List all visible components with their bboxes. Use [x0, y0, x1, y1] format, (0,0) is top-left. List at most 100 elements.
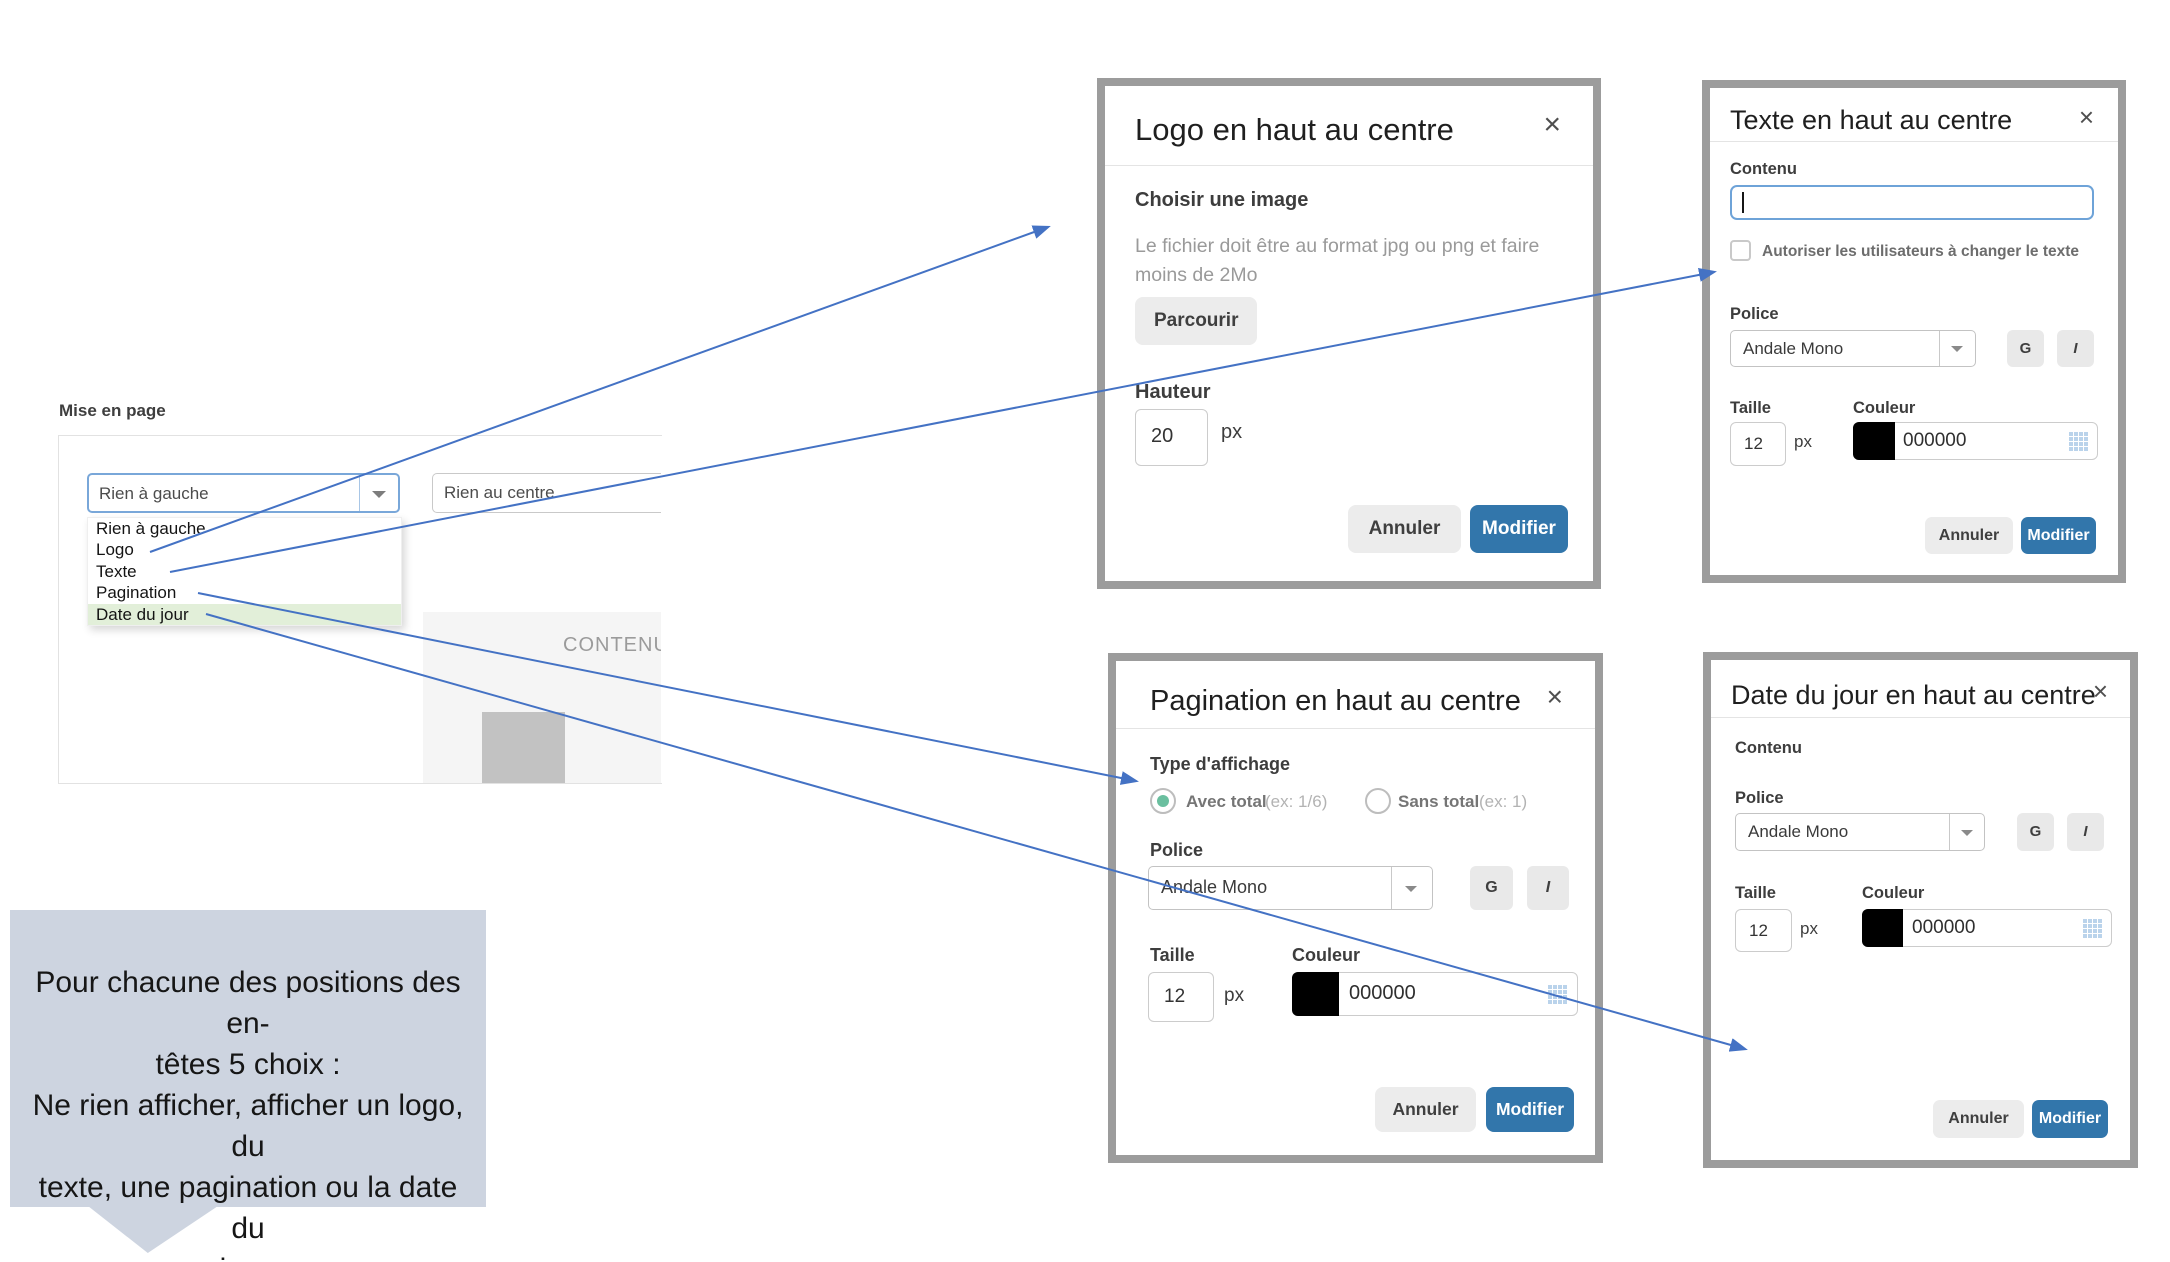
size-unit: px: [1794, 432, 1812, 451]
content-placeholder-label: CONTENU: [563, 634, 661, 656]
height-unit: px: [1221, 421, 1243, 443]
header-center-select[interactable]: Rien au centre: [432, 473, 661, 513]
size-label: Taille: [1730, 399, 1771, 417]
font-label: Police: [1735, 789, 1784, 807]
submit-button[interactable]: Modifier: [2021, 517, 2096, 554]
option-logo[interactable]: Logo: [96, 540, 134, 560]
option-pagination[interactable]: Pagination: [96, 583, 177, 603]
close-icon[interactable]: ×: [2078, 102, 2094, 132]
color-label: Couleur: [1862, 884, 1925, 902]
dialog-logo-header: Logo en haut au centre × Choisir une ima…: [1097, 78, 1601, 589]
chevron-down-icon[interactable]: [1391, 867, 1432, 909]
bold-button[interactable]: G: [2017, 813, 2054, 851]
allow-users-checkbox[interactable]: [1730, 240, 1751, 261]
content-label: Contenu: [1730, 160, 1797, 178]
italic-button[interactable]: I: [1527, 866, 1569, 910]
font-label: Police: [1730, 305, 1779, 323]
header-left-options-list: Rien à gauche Logo Texte Pagination Date…: [87, 517, 402, 626]
size-input[interactable]: 12: [1148, 972, 1214, 1022]
annotation-callout-text: Pour chacune des positions des en- têtes…: [32, 966, 464, 1262]
bold-button[interactable]: G: [1470, 866, 1513, 910]
radio-without-total-label: Sans total: [1398, 792, 1480, 811]
size-input[interactable]: 12: [1730, 422, 1786, 466]
italic-button[interactable]: I: [2057, 330, 2094, 367]
size-unit: px: [1224, 985, 1245, 1006]
chevron-down-icon[interactable]: [359, 475, 398, 511]
dialog-texte-header: Texte en haut au centre × Contenu Autori…: [1702, 80, 2126, 583]
cancel-button[interactable]: Annuler: [1933, 1100, 2024, 1138]
caret-glyph: [1405, 886, 1417, 892]
size-unit: px: [1800, 919, 1818, 938]
font-select[interactable]: Andale Mono: [1735, 813, 1985, 851]
caret-glyph: [1961, 830, 1973, 836]
choose-image-label: Choisir une image: [1135, 189, 1309, 211]
color-palette-icon[interactable]: [1548, 985, 1567, 1004]
radio-with-total-label: Avec total: [1186, 792, 1267, 811]
size-input[interactable]: 12: [1735, 909, 1792, 952]
color-swatch: [1853, 422, 1895, 460]
divider: [1116, 728, 1595, 729]
submit-button[interactable]: Modifier: [1486, 1087, 1574, 1132]
color-swatch: [1292, 972, 1339, 1016]
color-hex-value: 000000: [1912, 917, 1976, 938]
dialog-title: Date du jour en haut au centre: [1731, 680, 2096, 710]
color-label: Couleur: [1292, 945, 1361, 965]
color-hex-value: 000000: [1903, 430, 1967, 451]
size-label: Taille: [1150, 945, 1195, 965]
cancel-button[interactable]: Annuler: [1348, 505, 1461, 553]
caret-glyph: [1951, 346, 1963, 352]
font-select-value: Andale Mono: [1743, 339, 1844, 358]
option-rien-a-gauche[interactable]: Rien à gauche: [96, 519, 206, 538]
font-select-value: Andale Mono: [1748, 822, 1849, 841]
submit-button[interactable]: Modifier: [2032, 1100, 2108, 1138]
cancel-button[interactable]: Annuler: [1925, 517, 2013, 554]
color-input[interactable]: 000000: [1853, 422, 2098, 460]
page-title: Mise en page: [59, 401, 166, 420]
font-select[interactable]: Andale Mono: [1148, 866, 1433, 910]
color-palette-icon[interactable]: [2069, 432, 2088, 451]
content-placeholder: CONTENU: [423, 612, 661, 783]
divider: [1711, 717, 2130, 718]
close-icon[interactable]: ×: [1543, 108, 1561, 141]
color-palette-icon[interactable]: [2083, 919, 2102, 938]
option-texte[interactable]: Texte: [96, 561, 137, 581]
file-format-hint: Le fichier doit être au format jpg ou pn…: [1135, 235, 1540, 286]
font-select[interactable]: Andale Mono: [1730, 330, 1976, 367]
color-hex-value: 000000: [1349, 982, 1416, 1004]
header-left-select-value: Rien à gauche: [99, 484, 209, 503]
submit-button[interactable]: Modifier: [1470, 505, 1568, 553]
header-left-select[interactable]: Rien à gauche: [87, 473, 400, 513]
bold-button[interactable]: G: [2007, 330, 2044, 367]
close-icon[interactable]: ×: [2092, 676, 2108, 706]
dialog-title: Logo en haut au centre: [1135, 112, 1454, 147]
color-input[interactable]: 000000: [1862, 909, 2112, 947]
chevron-down-icon[interactable]: [1939, 331, 1975, 366]
divider: [1105, 165, 1593, 166]
radio-with-total[interactable]: [1150, 788, 1176, 814]
height-input[interactable]: 20: [1135, 409, 1208, 466]
cancel-button[interactable]: Annuler: [1375, 1087, 1476, 1132]
content-label: Contenu: [1735, 739, 1802, 757]
text-cursor: [1742, 192, 1744, 213]
caret-glyph: [372, 491, 386, 498]
close-icon[interactable]: ×: [1546, 681, 1563, 712]
height-label: Hauteur: [1135, 381, 1211, 403]
color-input[interactable]: 000000: [1292, 972, 1578, 1016]
italic-button[interactable]: I: [2067, 813, 2104, 851]
browse-button[interactable]: Parcourir: [1135, 297, 1258, 345]
dialog-title: Texte en haut au centre: [1730, 105, 2013, 135]
dialog-date-header: Date du jour en haut au centre × Contenu…: [1703, 652, 2138, 1168]
divider: [1710, 141, 2118, 142]
allow-users-label: Autoriser les utilisateurs à changer le …: [1762, 243, 2080, 260]
content-input[interactable]: [1730, 185, 2094, 220]
chevron-down-icon[interactable]: [1949, 814, 1984, 850]
font-select-value: Andale Mono: [1161, 877, 1268, 897]
color-swatch: [1862, 909, 1903, 947]
logo-placeholder-square: [482, 712, 565, 783]
dialog-pagination-header: Pagination en haut au centre × Type d'af…: [1108, 653, 1603, 1163]
radio-with-total-hint: (ex: 1/6): [1265, 792, 1328, 811]
annotation-callout: Pour chacune des positions des en- têtes…: [10, 910, 486, 1262]
radio-without-total[interactable]: [1365, 788, 1391, 814]
option-date-du-jour[interactable]: Date du jour: [88, 603, 401, 625]
